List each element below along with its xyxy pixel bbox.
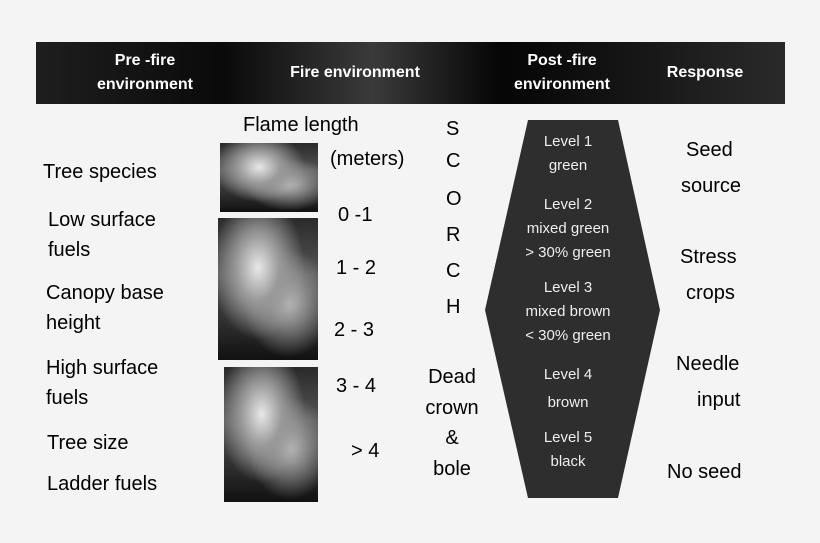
factor-low-surface: Low surface xyxy=(48,209,156,231)
dead-crown-line: bole xyxy=(433,457,471,480)
header-pre-fire-line1: Pre -fire xyxy=(114,52,176,69)
fire-photo-high xyxy=(224,367,318,502)
scorch-letter: C xyxy=(446,260,461,282)
factor-low-surface-2: fuels xyxy=(48,239,91,261)
level-desc: > 30% green xyxy=(525,244,611,261)
response-needle: Needle xyxy=(676,353,740,375)
flame-range-3: 2 - 3 xyxy=(334,319,375,341)
factor-high-surface-2: fuels xyxy=(46,387,89,409)
fire-photo-medium xyxy=(218,218,318,360)
response-needle-input: input xyxy=(697,389,741,411)
dead-crown-line: Dead xyxy=(428,366,476,388)
level-label: Level 3 xyxy=(543,279,593,296)
level-label: Level 5 xyxy=(543,429,593,446)
factor-canopy-base-2: height xyxy=(46,312,101,334)
scorch-letter: S xyxy=(446,118,460,140)
header-pre-fire: Pre -fire environment xyxy=(80,49,210,97)
flame-length-unit: (meters) xyxy=(330,148,405,170)
level-label: Level 2 xyxy=(543,196,593,213)
flame-range-4: 3 - 4 xyxy=(336,375,377,397)
dead-crown-bole: Dead crown & bole xyxy=(415,362,489,484)
factor-high-surface: High surface xyxy=(46,357,159,379)
level-desc: green xyxy=(548,157,588,174)
scorch-level-hexagon xyxy=(485,120,660,498)
flame-range-5: > 4 xyxy=(351,440,380,462)
header-post-fire-line1: Post -fire xyxy=(527,52,597,69)
level-5: Level 5 black xyxy=(508,426,628,474)
level-1: Level 1 green xyxy=(508,130,628,178)
response-stress: Stress xyxy=(680,246,737,268)
scorch-letter: C xyxy=(446,150,461,172)
header-fire: Fire environment xyxy=(290,64,420,81)
flame-range-1: 0 -1 xyxy=(338,204,373,226)
level-4: Level 4 brown xyxy=(508,361,628,417)
header-response: Response xyxy=(666,64,744,81)
response-stress-crops: crops xyxy=(686,282,735,304)
response-seed-source: source xyxy=(681,175,742,197)
level-desc: mixed green xyxy=(526,220,610,237)
dead-crown-line: crown xyxy=(425,396,479,419)
flame-range-2: 1 - 2 xyxy=(336,257,377,279)
level-2: Level 2 mixed green > 30% green xyxy=(508,193,628,265)
level-3: Level 3 mixed brown < 30% green xyxy=(508,276,628,348)
scorch-letter: H xyxy=(446,296,461,318)
factor-canopy-base: Canopy base xyxy=(46,282,164,304)
header-post-fire-line2: environment xyxy=(513,76,610,93)
flame-length-title: Flame length xyxy=(243,114,359,136)
level-label: Level 1 xyxy=(543,133,593,150)
level-desc: mixed brown xyxy=(525,303,611,320)
factor-tree-species: Tree species xyxy=(43,161,157,183)
fire-photo-low xyxy=(220,143,318,212)
level-label: Level 4 xyxy=(543,366,593,383)
header-bar xyxy=(36,42,785,104)
level-desc: black xyxy=(550,453,586,470)
factor-tree-size: Tree size xyxy=(47,432,129,454)
level-desc: < 30% green xyxy=(525,327,611,344)
scorch-letter: O xyxy=(446,188,462,210)
factor-ladder-fuels: Ladder fuels xyxy=(47,473,158,495)
level-desc: brown xyxy=(547,394,589,411)
response-seed: Seed xyxy=(686,139,733,161)
scorch-letter: R xyxy=(446,224,461,246)
response-no-seed: No seed xyxy=(667,461,742,483)
dead-crown-line: & xyxy=(445,427,459,449)
header-post-fire: Post -fire environment xyxy=(497,49,627,97)
header-pre-fire-line2: environment xyxy=(96,76,193,93)
